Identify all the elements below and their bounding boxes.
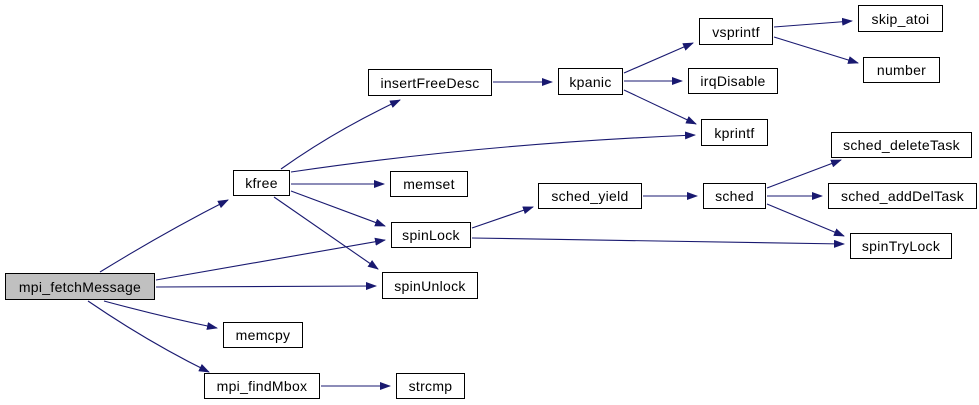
graph-node-sched_deleteTask[interactable]: sched_deleteTask xyxy=(831,132,972,158)
graph-node-insertFreeDesc[interactable]: insertFreeDesc xyxy=(368,69,492,96)
graph-node-memset[interactable]: memset xyxy=(390,171,468,197)
edge-spinLock-to-sched_yield xyxy=(471,206,534,229)
graph-node-kprintf[interactable]: kprintf xyxy=(701,119,768,146)
edge-vsprintf-to-number xyxy=(773,36,859,64)
edge-sched-to-spinTryLock xyxy=(766,203,845,237)
graph-node-irqDisable[interactable]: irqDisable xyxy=(688,68,778,94)
edge-vsprintf-to-skip_atoi xyxy=(773,17,853,28)
graph-node-kpanic[interactable]: kpanic xyxy=(558,68,623,95)
graph-node-vsprintf[interactable]: vsprintf xyxy=(699,18,773,45)
graph-node-number[interactable]: number xyxy=(863,57,940,83)
edge-kfree-to-kprintf xyxy=(290,131,696,173)
edge-mpi_fetchMessage-to-kfree xyxy=(99,199,229,273)
edge-mpi_fetchMessage-to-spinLock xyxy=(155,237,386,281)
edge-mpi_fetchMessage-to-memcpy xyxy=(103,300,218,330)
graph-node-sched_addDelTask[interactable]: sched_addDelTask xyxy=(828,183,977,209)
graph-node-strcmp[interactable]: strcmp xyxy=(396,373,465,399)
edge-kpanic-to-vsprintf xyxy=(623,42,694,74)
graph-node-mpi_fetchMessage: mpi_fetchMessage xyxy=(5,273,155,300)
graph-node-spinLock[interactable]: spinLock xyxy=(391,222,471,248)
graph-node-mpi_findMbox[interactable]: mpi_findMbox xyxy=(204,373,320,399)
edge-mpi_fetchMessage-to-mpi_findMbox xyxy=(87,300,210,373)
graph-node-skip_atoi[interactable]: skip_atoi xyxy=(858,5,943,32)
edge-kfree-to-spinUnlock xyxy=(273,196,379,270)
edge-mpi_fetchMessage-to-spinUnlock xyxy=(155,282,377,291)
graph-node-sched_yield[interactable]: sched_yield xyxy=(538,183,642,209)
graph-node-spinTryLock[interactable]: spinTryLock xyxy=(850,233,952,259)
edge-kfree-to-spinLock xyxy=(290,190,386,227)
graph-node-sched[interactable]: sched xyxy=(703,183,766,209)
edge-sched-to-sched_deleteTask xyxy=(766,159,842,189)
edge-kpanic-to-kprintf xyxy=(623,89,697,125)
graph-node-memcpy[interactable]: memcpy xyxy=(223,322,303,348)
graph-node-kfree[interactable]: kfree xyxy=(233,170,290,196)
graph-node-spinUnlock[interactable]: spinUnlock xyxy=(382,272,478,299)
edge-kfree-to-insertFreeDesc xyxy=(280,99,401,170)
edge-spinLock-to-spinTryLock xyxy=(471,237,845,248)
